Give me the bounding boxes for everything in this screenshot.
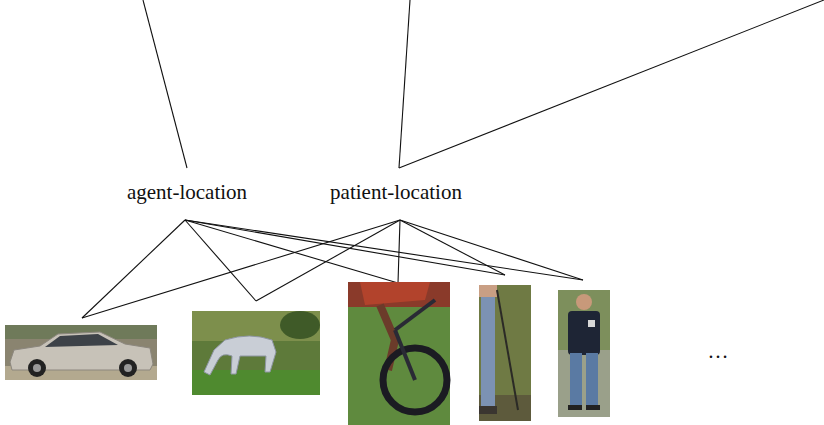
role-label: agent-location	[127, 180, 247, 205]
tree-lines	[82, 0, 824, 318]
ellipsis: …	[708, 339, 729, 364]
person-legs-photo	[479, 285, 531, 421]
bicycle-photo	[348, 282, 450, 425]
boy-photo	[558, 290, 610, 417]
car-photo	[5, 325, 157, 380]
horse-photo	[192, 311, 320, 395]
role-label: patient-location	[330, 180, 462, 205]
